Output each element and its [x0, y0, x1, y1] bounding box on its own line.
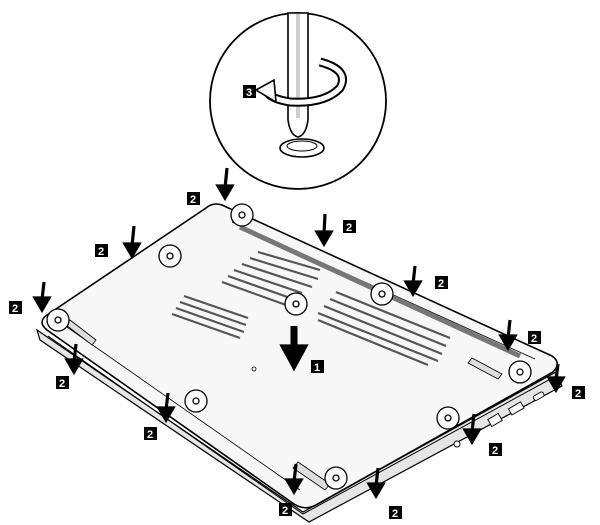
- rotation-arrowhead: [254, 78, 277, 104]
- screw-icon: [230, 203, 254, 227]
- screw-icon: [324, 466, 348, 490]
- svg-text:2: 2: [190, 194, 196, 206]
- step-labels: 1 2 2 2 2 2 2 2 2 2 2 2 2: [9, 192, 585, 520]
- down-arrow-icon: [462, 413, 482, 446]
- step-label-2: 2: [144, 427, 157, 441]
- step-label-2: 2: [9, 301, 22, 315]
- svg-text:2: 2: [12, 303, 18, 315]
- cover-hole: [251, 366, 257, 372]
- down-arrow-icon: [546, 363, 566, 394]
- screw-head: [279, 138, 325, 158]
- svg-text:2: 2: [147, 429, 153, 441]
- down-arrow-icon: [314, 213, 334, 248]
- screw-icon: [184, 389, 208, 413]
- arrows: [32, 167, 566, 500]
- svg-text:2: 2: [98, 246, 104, 258]
- side-ports: [453, 391, 545, 448]
- screw-icon: [370, 282, 394, 306]
- step-label-2: 2: [572, 386, 585, 400]
- down-arrow-icon: [122, 225, 142, 260]
- base-shadow-edge: [35, 328, 563, 523]
- rubber-foot-right-rail: [467, 357, 503, 380]
- svg-text:2: 2: [392, 508, 398, 520]
- step-label-2: 2: [343, 220, 356, 234]
- vent-grille-large: [221, 250, 451, 367]
- down-arrow-icon: [32, 281, 52, 314]
- screw-icon: [284, 292, 308, 316]
- step-label-2: 2: [489, 443, 502, 457]
- svg-text:3: 3: [246, 87, 252, 99]
- usb-c-port: [532, 391, 545, 401]
- step-label-2: 2: [389, 506, 402, 520]
- press-arrow-icon: [279, 326, 309, 372]
- svg-text:2: 2: [346, 222, 352, 234]
- svg-text:2: 2: [531, 333, 537, 345]
- screwdriver-rotate-icon: 3: [209, 12, 387, 190]
- step-label-2: 2: [435, 276, 448, 290]
- screws: [46, 203, 532, 490]
- svg-text:2: 2: [438, 278, 444, 290]
- screw-head-inner: [286, 140, 318, 152]
- down-arrow-icon: [284, 463, 304, 496]
- step-label-2: 2: [528, 331, 541, 345]
- down-arrow-icon: [215, 167, 235, 202]
- down-arrow-icon: [156, 392, 176, 424]
- down-arrow-icon: [366, 467, 386, 500]
- usb-port: [487, 412, 503, 428]
- hdmi-port: [507, 401, 525, 416]
- step-label-2: 2: [279, 503, 292, 517]
- svg-text:2: 2: [282, 505, 288, 517]
- svg-text:2: 2: [492, 445, 498, 457]
- svg-text:2: 2: [59, 378, 65, 390]
- step-label-2: 2: [56, 376, 69, 390]
- vent-grille-small: [171, 294, 249, 340]
- step-label-1: 1: [311, 360, 324, 374]
- audio-jack: [453, 440, 461, 448]
- screw-icon: [46, 308, 70, 332]
- screw-icon: [158, 244, 182, 268]
- laptop-base: [35, 203, 563, 523]
- down-arrow-icon: [403, 265, 423, 298]
- screw-icon: [436, 406, 460, 430]
- step-label-2: 2: [187, 192, 200, 206]
- step-label-3: 3: [243, 85, 256, 99]
- svg-text:2: 2: [575, 388, 581, 400]
- screw-icon: [508, 360, 532, 384]
- down-arrow-icon: [498, 319, 518, 352]
- svg-text:1: 1: [314, 362, 320, 374]
- step-label-2: 2: [95, 244, 108, 258]
- down-arrow-icon: [64, 343, 84, 376]
